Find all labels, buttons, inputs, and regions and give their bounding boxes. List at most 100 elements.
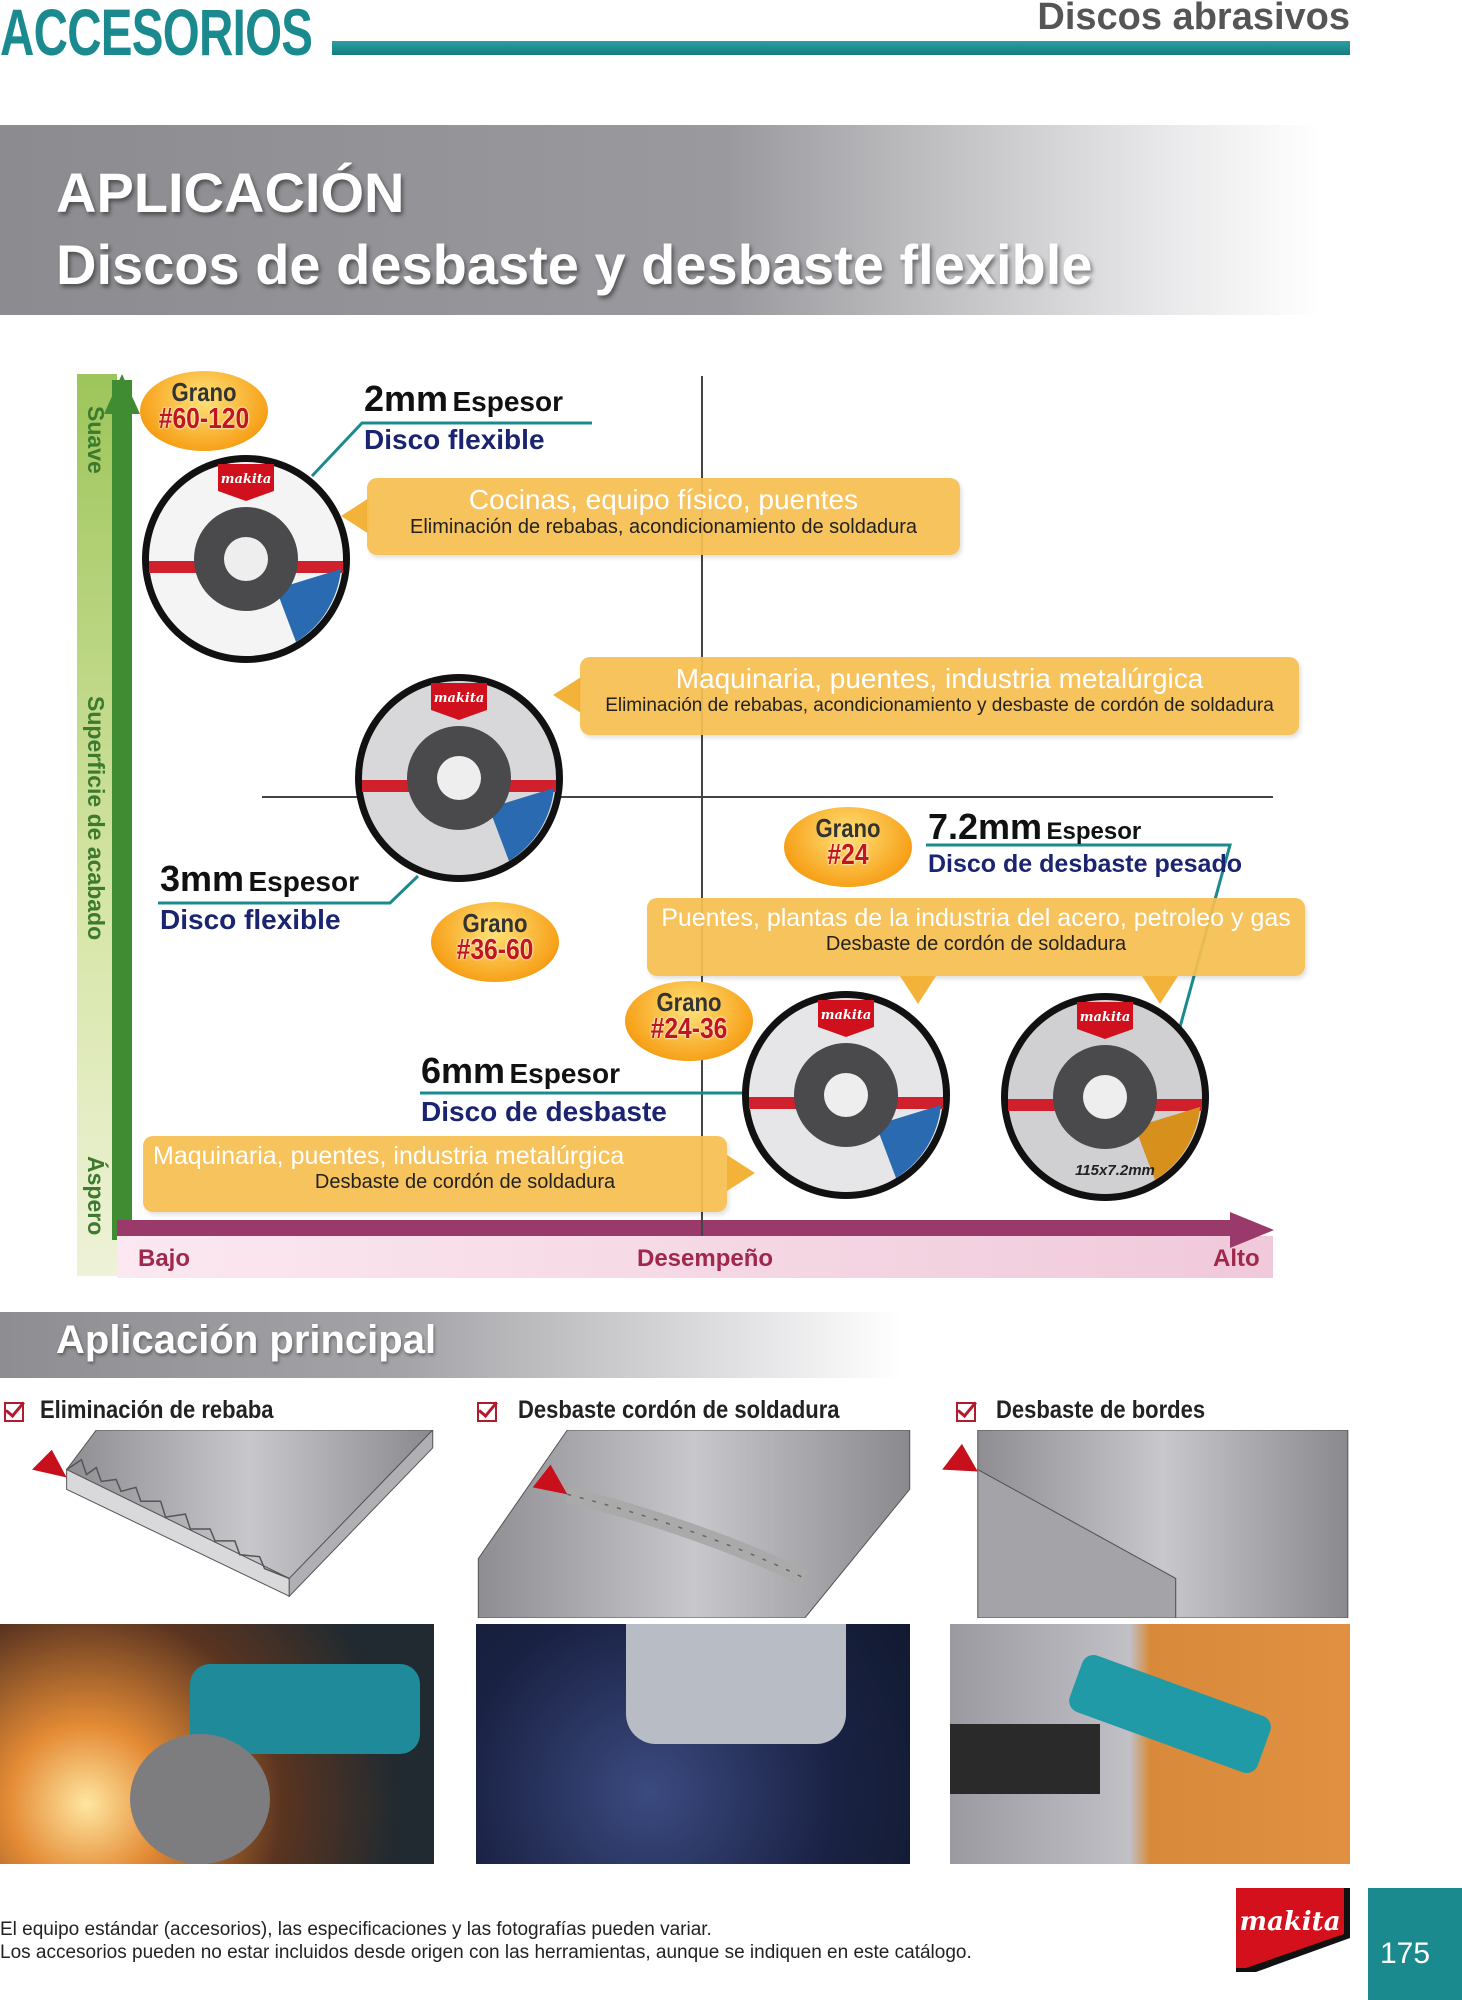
banner-subtitle: Discos de desbaste y desbaste flexible <box>56 233 1093 296</box>
grano-badge-36-60: Grano#36-60 <box>431 902 559 982</box>
grano-label: Grano <box>171 377 237 407</box>
y-label-top: Suave <box>83 406 109 474</box>
disc-3mm: makita <box>355 674 563 882</box>
photo-grinder-weld <box>476 1624 910 1864</box>
illustration-burr-removal <box>32 1430 434 1598</box>
quadrant-divider-horizontal <box>262 796 1273 798</box>
callout-title: Cocinas, equipo físico, puentes <box>468 484 859 515</box>
callout-title: Puentes, plantas de la industria del ace… <box>661 904 1291 932</box>
disc-2mm: makita <box>142 455 350 663</box>
x-axis-band <box>117 1236 1273 1278</box>
x-label-right: Alto <box>1213 1245 1260 1272</box>
thickness-label: Espesor <box>248 866 360 897</box>
section-title: ACCESORIOS <box>0 0 313 69</box>
grano-badge-24: Grano#24 <box>784 807 912 887</box>
thickness-value: 2mm <box>364 378 449 419</box>
discs: makita makita makita makita 115x7.2mm <box>142 455 1209 1201</box>
disc-7-2mm: makita 115x7.2mm <box>1001 993 1209 1201</box>
grano-label: Grano <box>656 987 722 1017</box>
thickness-7-2mm: 7.2mm Espesor <box>928 806 1141 848</box>
x-arrowhead-icon <box>1230 1212 1274 1248</box>
grano-value: #60-120 <box>158 403 250 435</box>
y-axis-band <box>77 374 117 1276</box>
applications-banner <box>0 1312 900 1378</box>
x-axis-arrow <box>117 1220 1237 1236</box>
banner-title: APLICACIÓN <box>56 161 405 224</box>
quadrant-divider-vertical <box>701 376 703 1236</box>
x-label-left: Bajo <box>138 1245 191 1272</box>
grano-badge-60-120: Grano#60-120 <box>140 371 268 451</box>
grano-badge-24-36: Grano#24-36 <box>625 981 753 1061</box>
disc-brand-text: makita <box>221 472 272 487</box>
callout-subtitle: Eliminación de rebabas, acondicionamient… <box>605 695 1274 716</box>
product-name-7-2mm: Disco de desbaste pesado <box>928 850 1243 878</box>
callout-subtitle: Desbaste de cordón de soldadura <box>825 933 1127 955</box>
footer-note-1: El equipo estándar (accesorios), las esp… <box>0 1919 712 1940</box>
callout-title: Maquinaria, puentes, industria metalúrgi… <box>153 1142 625 1170</box>
application-label-1: Eliminación de rebaba <box>40 1396 274 1424</box>
applications-title: Aplicación principal <box>56 1318 437 1362</box>
product-name-2mm: Disco flexible <box>364 424 545 455</box>
y-arrowhead-icon <box>104 374 140 414</box>
callout-pointer-icon <box>1142 976 1178 1004</box>
connector-2mm <box>310 421 592 478</box>
grano-label: Grano <box>462 908 528 938</box>
callout-pointer-icon <box>900 976 936 1004</box>
title-banner <box>0 125 1320 315</box>
product-name-6mm: Disco de desbaste <box>421 1096 667 1127</box>
page-number: 175 <box>1380 1937 1431 1970</box>
grinder-body <box>626 1624 846 1744</box>
makita-logo: makita <box>1236 1888 1350 1972</box>
product-name-3mm: Disco flexible <box>160 904 341 935</box>
thickness-label: Espesor <box>509 1058 621 1089</box>
callout-3: Puentes, plantas de la industria del ace… <box>647 898 1305 976</box>
logo-text: makita <box>1239 1907 1340 1937</box>
page-number-box <box>1368 1888 1462 2000</box>
callout-4: Maquinaria, puentes, industria metalúrgi… <box>143 1136 727 1212</box>
checkbox-icon <box>477 1402 497 1422</box>
y-axis-arrow <box>112 380 132 1240</box>
grano-value: #36-60 <box>456 934 534 966</box>
application-label-2: Desbaste cordón de soldadura <box>518 1396 840 1424</box>
x-label-middle: Desempeño <box>637 1245 774 1272</box>
photo-cordless-grinder <box>950 1624 1350 1864</box>
connector-3mm <box>158 874 420 905</box>
disc-6mm: makita <box>742 991 950 1199</box>
callout-pointer-icon <box>727 1155 755 1191</box>
callout-subtitle: Desbaste de cordón de soldadura <box>314 1171 616 1193</box>
thickness-label: Espesor <box>1046 818 1142 845</box>
y-label-bottom: Áspero <box>83 1156 109 1236</box>
thickness-value: 6mm <box>421 1050 506 1091</box>
category-title: Discos abrasivos <box>1037 0 1350 38</box>
thickness-value: 3mm <box>160 858 245 899</box>
grano-label: Grano <box>815 813 881 843</box>
thickness-value: 7.2mm <box>928 806 1043 847</box>
disc-brand-text: makita <box>821 1008 872 1023</box>
marker-triangle-icon <box>32 1449 67 1478</box>
header-bar <box>332 41 1350 55</box>
marker-triangle-icon <box>942 1443 978 1472</box>
thickness-6mm: 6mm Espesor <box>421 1050 620 1092</box>
illustration-edge-grinding <box>942 1430 1349 1618</box>
callout-2: Maquinaria, puentes, industria metalúrgi… <box>580 657 1299 735</box>
application-label-3: Desbaste de bordes <box>996 1396 1206 1424</box>
disc-brand-text: makita <box>1080 1010 1131 1025</box>
callout-subtitle: Eliminación de rebabas, acondicionamient… <box>410 516 917 538</box>
callout-title: Maquinaria, puentes, industria metalúrgi… <box>675 663 1204 694</box>
disc-size-text: 115x7.2mm <box>1075 1162 1155 1179</box>
grano-value: #24-36 <box>650 1013 728 1045</box>
footer-note-2: Los accesorios pueden no estar incluidos… <box>0 1942 972 1963</box>
callout-pointer-icon <box>341 498 369 534</box>
callout-pointer-icon <box>553 677 581 713</box>
illustration-weld-bead <box>477 1430 911 1618</box>
pipe <box>950 1724 1100 1794</box>
grano-value: #24 <box>827 839 869 871</box>
disc-brand-text: makita <box>434 691 485 706</box>
marker-triangle-icon <box>532 1464 568 1495</box>
thickness-label: Espesor <box>452 386 564 417</box>
photo-grinder-sparks <box>0 1624 434 1864</box>
thickness-2mm: 2mm Espesor <box>364 378 563 420</box>
thickness-3mm: 3mm Espesor <box>160 858 359 900</box>
grinder-disc <box>130 1734 270 1864</box>
